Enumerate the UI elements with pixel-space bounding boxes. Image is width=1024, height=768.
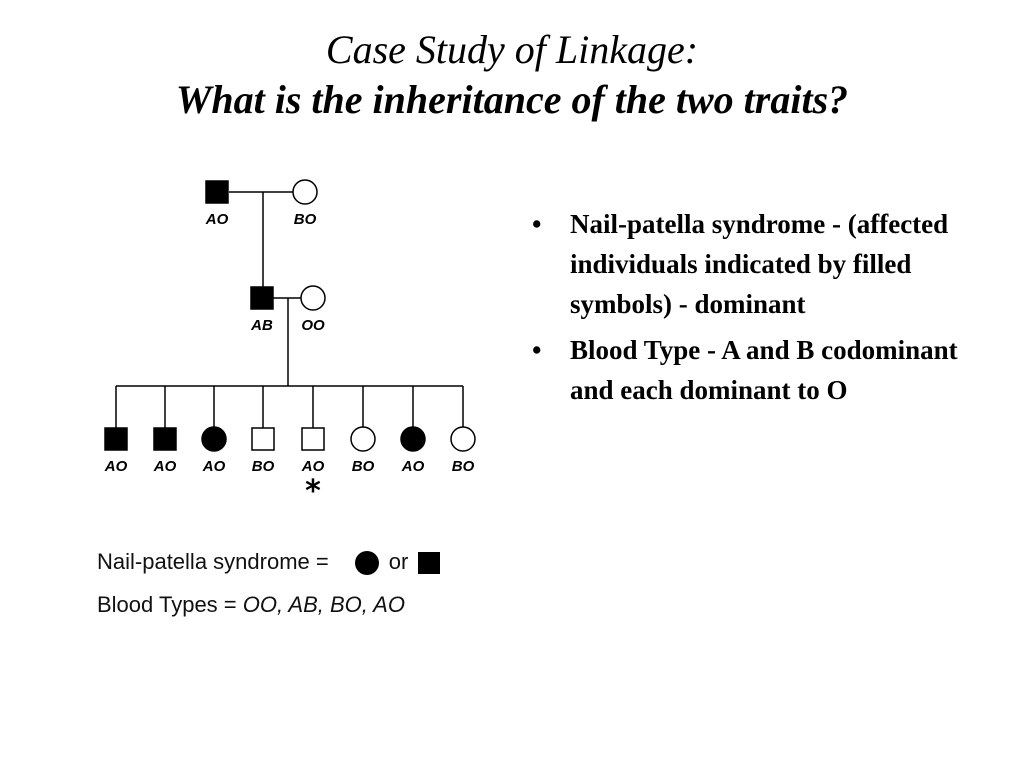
affected-male-square-icon — [104, 427, 128, 451]
asterisk-marker-icon: * — [305, 474, 321, 508]
legend-nail-patella-text: Nail-patella syndrome = — [97, 549, 329, 574]
genotype-label: AO — [153, 458, 177, 475]
unaffected-male-square-icon — [301, 427, 325, 451]
affected-female-circle-icon — [400, 426, 426, 452]
bullet-icon: • — [532, 209, 542, 239]
unaffected-female-circle-icon — [450, 426, 476, 452]
filled-circle-icon — [354, 551, 379, 576]
genotype-label: BO — [452, 458, 475, 475]
bullet-item: • Nail-patella syndrome - (affected indi… — [530, 204, 1000, 324]
genotype-label: AO — [104, 458, 128, 475]
genotype-label: AO — [202, 458, 226, 475]
legend-blood-types-values: OO, AB, BO, AO — [242, 592, 405, 617]
bullet-item: • Blood Type - A and B codominant and ea… — [530, 330, 1000, 410]
pedigree-lines — [116, 191, 463, 387]
unaffected-male-square-icon — [251, 427, 275, 451]
affected-male-square-icon — [153, 427, 177, 451]
genotype-label: AB — [250, 317, 273, 334]
bullet-text: Nail-patella syndrome - (affected indivi… — [570, 209, 949, 319]
genotype-label: BO — [352, 458, 375, 475]
slide-title: Case Study of Linkage: What is the inher… — [0, 26, 1024, 126]
unaffected-female-circle-icon — [300, 285, 326, 311]
title-line-2: What is the inheritance of the two trait… — [175, 77, 849, 122]
legend-blood-types: Blood Types = OO, AB, BO, AO — [97, 592, 405, 618]
legend-blood-types-text: Blood Types = — [97, 592, 237, 617]
genotype-label: AO — [205, 211, 229, 228]
affected-female-circle-icon — [201, 426, 227, 452]
genotype-label: AO — [401, 458, 425, 475]
bullet-icon: • — [532, 335, 542, 365]
genotype-label: BO — [294, 211, 317, 228]
bullet-text: Blood Type - A and B codominant and each… — [570, 335, 958, 405]
filled-square-icon — [418, 552, 441, 575]
unaffected-female-circle-icon — [292, 179, 318, 205]
bullet-list: • Nail-patella syndrome - (affected indi… — [530, 204, 1000, 416]
title-line-1: Case Study of Linkage: — [325, 27, 699, 72]
legend-nail-patella: Nail-patella syndrome = or — [97, 549, 450, 576]
legend-or-text: or — [388, 549, 409, 574]
genotype-label: AO — [301, 458, 325, 475]
affected-male-square-icon — [250, 286, 274, 310]
genotype-label: OO — [301, 317, 325, 334]
generation-2: AB OO — [250, 285, 326, 334]
unaffected-female-circle-icon — [350, 426, 376, 452]
genotype-label: BO — [252, 458, 275, 475]
affected-male-square-icon — [205, 180, 229, 204]
generation-1: AO BO — [205, 179, 318, 228]
